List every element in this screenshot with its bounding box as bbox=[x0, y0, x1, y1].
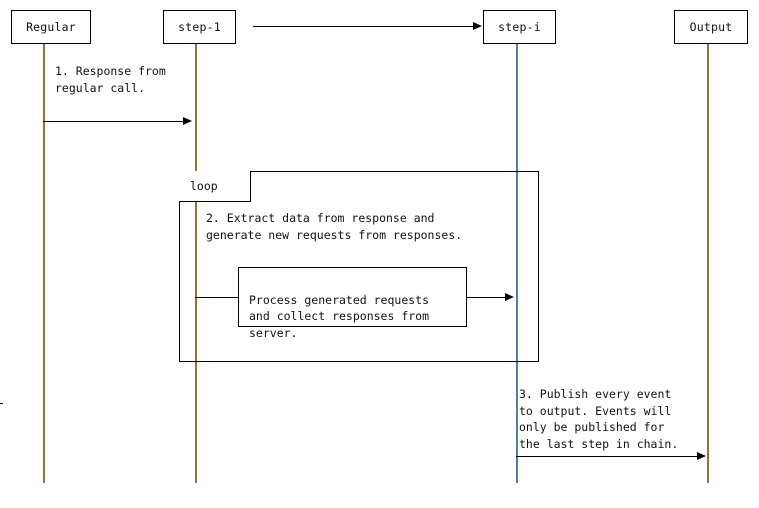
message-response-from-regular-label: 1. Response from regular call. bbox=[55, 64, 166, 95]
message-process-generated-requests-arrowhead-icon bbox=[505, 292, 514, 301]
lifeline-output bbox=[707, 44, 709, 483]
message-response-from-regular-line bbox=[43, 121, 184, 122]
participant-output-label: Output bbox=[689, 20, 733, 34]
lifeline-regular bbox=[43, 44, 45, 483]
message-publish-every-event-label: 3. Publish every event to output. Events… bbox=[519, 387, 679, 451]
message-chain-link-arrowhead-icon bbox=[473, 21, 482, 30]
note-process-generated-requests-text: Process generated requests and collect r… bbox=[249, 292, 430, 340]
participant-step-i[interactable]: step-i bbox=[483, 10, 556, 44]
message-publish-every-event-line bbox=[516, 456, 698, 457]
lifeline-step-i bbox=[516, 44, 518, 483]
message-publish-every-event-arrowhead-icon bbox=[697, 451, 706, 460]
message-chain-link-line bbox=[253, 26, 474, 27]
canvas-edge-tick bbox=[0, 403, 3, 404]
participant-regular-label: Regular bbox=[26, 20, 76, 34]
loop-fragment-body-text: 2. Extract data from response and genera… bbox=[206, 211, 463, 242]
loop-fragment-tab[interactable]: loop bbox=[179, 171, 251, 202]
loop-fragment-frame bbox=[179, 171, 539, 362]
participant-step-i-label: step-i bbox=[498, 20, 541, 34]
participant-step-1[interactable]: step-1 bbox=[163, 10, 236, 44]
note-process-generated-requests: Process generated requests and collect r… bbox=[238, 267, 467, 340]
participant-output[interactable]: Output bbox=[674, 10, 748, 44]
lifeline-step-1 bbox=[195, 44, 197, 483]
loop-fragment-tab-label: loop bbox=[190, 179, 218, 193]
participant-step-1-label: step-1 bbox=[178, 20, 221, 34]
message-response-from-regular-arrowhead-icon bbox=[183, 116, 192, 125]
participant-regular[interactable]: Regular bbox=[11, 10, 91, 44]
